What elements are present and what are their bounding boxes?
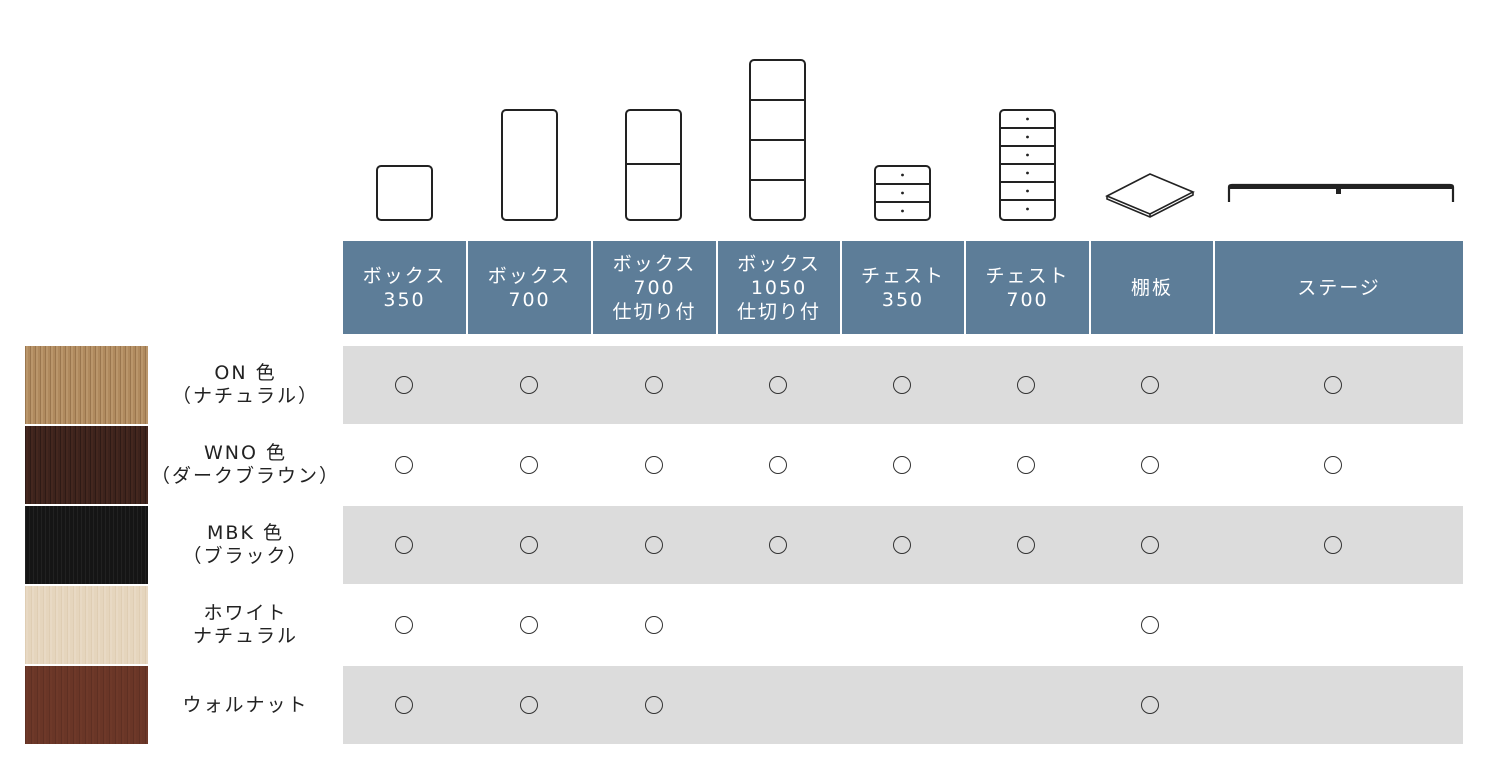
availability-mark xyxy=(1141,376,1159,394)
wood-swatch-wno-dark-brown xyxy=(25,426,148,504)
availability-mark xyxy=(769,456,787,474)
availability-mark xyxy=(395,696,413,714)
availability-mark xyxy=(1141,616,1159,634)
column-header-shelf-board: 棚板 xyxy=(1091,241,1213,334)
column-header-box-700-divided: ボックス 700 仕切り付 xyxy=(593,241,716,334)
row-label-mbk-black: MBK 色 （ブラック） xyxy=(182,522,309,567)
column-header-chest-350: チェスト 350 xyxy=(842,241,964,334)
availability-mark xyxy=(645,376,663,394)
availability-mark xyxy=(893,376,911,394)
row-label-wno-dark-brown: WNO 色 （ダークブラウン） xyxy=(150,442,340,487)
chest-700-icon xyxy=(999,109,1056,221)
box-700-icon xyxy=(501,109,558,221)
wood-swatch-on-natural xyxy=(25,346,148,424)
shelf-board-icon xyxy=(1105,173,1195,218)
availability-mark xyxy=(520,696,538,714)
availability-mark xyxy=(395,536,413,554)
availability-mark xyxy=(520,536,538,554)
box-1050-divided-icon xyxy=(749,59,806,221)
availability-mark xyxy=(1324,536,1342,554)
column-header-box-350: ボックス 350 xyxy=(343,241,466,334)
availability-mark xyxy=(645,456,663,474)
availability-mark xyxy=(645,536,663,554)
availability-mark xyxy=(769,376,787,394)
availability-mark xyxy=(1017,456,1035,474)
wood-swatch-white-natural xyxy=(25,586,148,664)
availability-mark xyxy=(1324,456,1342,474)
availability-mark xyxy=(520,616,538,634)
availability-mark xyxy=(1017,536,1035,554)
availability-mark xyxy=(1141,456,1159,474)
availability-mark xyxy=(645,696,663,714)
availability-mark xyxy=(1324,376,1342,394)
availability-mark xyxy=(645,616,663,634)
column-header-box-700: ボックス 700 xyxy=(468,241,591,334)
wood-swatch-mbk-black xyxy=(25,506,148,584)
availability-mark xyxy=(1141,536,1159,554)
column-header-box-1050-divided: ボックス 1050 仕切り付 xyxy=(718,241,840,334)
availability-mark xyxy=(769,536,787,554)
box-700-divided-icon xyxy=(625,109,682,221)
row-white-natural xyxy=(343,586,1463,664)
row-walnut xyxy=(343,666,1463,744)
availability-mark xyxy=(395,376,413,394)
wood-swatch-walnut xyxy=(25,666,148,744)
row-label-walnut: ウォルナット xyxy=(182,693,309,716)
row-label-white-natural: ホワイト ナチュラル xyxy=(192,602,298,647)
availability-mark xyxy=(520,376,538,394)
column-header-stage: ステージ xyxy=(1215,241,1463,334)
availability-mark xyxy=(395,456,413,474)
availability-mark xyxy=(395,616,413,634)
availability-mark xyxy=(1017,376,1035,394)
availability-mark xyxy=(893,536,911,554)
availability-mark xyxy=(520,456,538,474)
row-label-on-natural: ON 色 （ナチュラル） xyxy=(171,362,319,407)
availability-mark xyxy=(1141,696,1159,714)
column-header-chest-700: チェスト 700 xyxy=(966,241,1089,334)
stage-icon xyxy=(1227,183,1455,202)
availability-mark xyxy=(893,456,911,474)
chest-350-icon xyxy=(874,165,931,221)
box-350-icon xyxy=(376,165,433,221)
